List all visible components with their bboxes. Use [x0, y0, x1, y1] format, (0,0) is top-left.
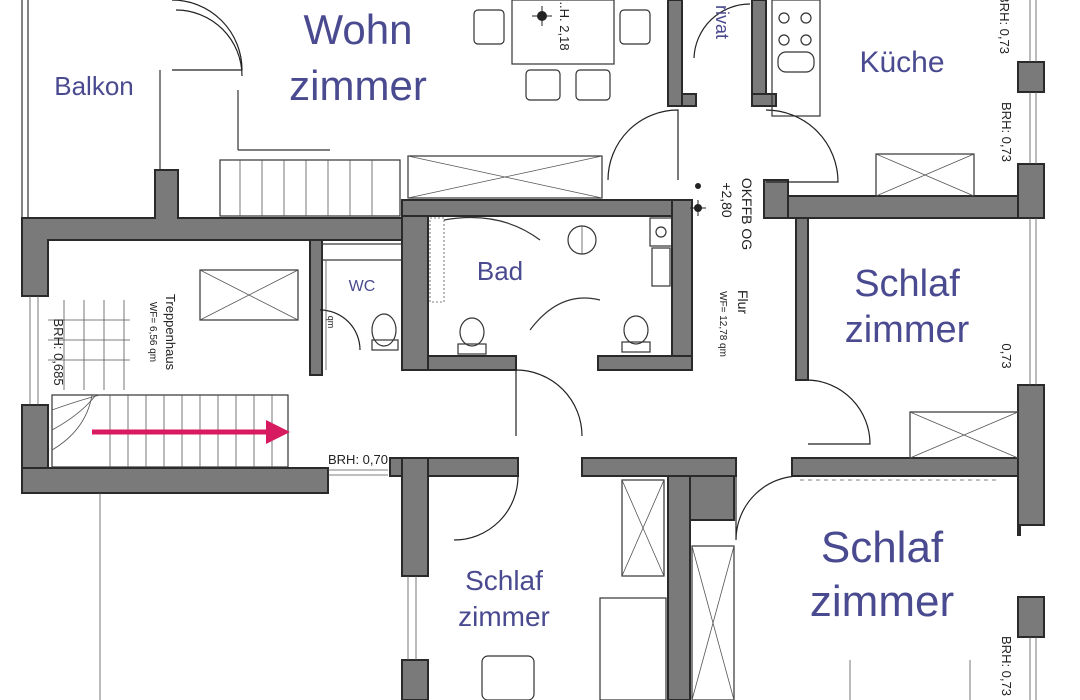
balkon-label: Balkon — [54, 71, 134, 101]
brh-073-schlaf-se: BRH: 0,73 — [999, 636, 1014, 696]
brh-0685-label: BRH: 0,685 — [51, 318, 66, 385]
okffb-line1: OKFFB OG — [739, 178, 755, 250]
walls — [21, 0, 1045, 700]
kueche-label: Küche — [859, 46, 944, 79]
brh-073-top: BRH: 0,73 — [997, 0, 1012, 54]
wohnzimmer-label-line2: zimmer — [289, 62, 427, 109]
brh-073-schlaf-east: 0,73 — [999, 343, 1014, 368]
flur-area: WF= 12,78 qm — [717, 291, 728, 357]
schlaf-south-label-line1: Schlaf — [465, 565, 543, 596]
balkon-area — [21, 0, 330, 218]
privat-label: rivat — [712, 5, 732, 39]
schlaf-se-label-line2: zimmer — [810, 577, 954, 626]
schlaf-east-label-line2: zimmer — [845, 309, 970, 351]
staircase — [29, 269, 388, 476]
treppenhaus-area: WF= 6,56 qm — [147, 302, 158, 362]
schlaf-east-label-line1: Schlaf — [854, 263, 960, 305]
stair-direction-arrow — [92, 420, 290, 444]
wc-label: WC — [349, 278, 376, 295]
flur-label: Flur — [735, 290, 751, 314]
bad-fixtures — [429, 216, 673, 355]
wohn-height-label: ..H. 2,18 — [557, 1, 572, 50]
brh-070-label: BRH: 0,70 — [328, 452, 388, 467]
wohnzimmer-label-line1: Wohn — [304, 6, 413, 53]
shower-icon — [567, 225, 597, 255]
wc-fixtures — [321, 243, 403, 370]
kueche-furniture — [771, 0, 1037, 197]
elevation-marker-flur — [690, 183, 706, 216]
elevation-marker — [532, 6, 552, 26]
bad-label: Bad — [477, 256, 523, 286]
wohnzimmer-furniture — [219, 0, 651, 217]
stove-icon — [778, 12, 812, 46]
lower-rooms — [99, 479, 1037, 700]
schlaf-se-label-line1: Schlaf — [821, 523, 944, 572]
treppenhaus-label: Treppenhaus — [163, 294, 178, 371]
okffb-line2: +2,80 — [719, 182, 735, 218]
qm-fragment: qm — [326, 316, 336, 329]
toilet-icon — [621, 315, 651, 353]
toilet-icon — [457, 317, 487, 355]
door-swings — [175, 3, 871, 541]
schlaf-south-label-line2: zimmer — [458, 601, 550, 632]
schlaf-east-furniture — [909, 218, 1037, 459]
brh-073-kueche: BRH: 0,73 — [999, 102, 1014, 162]
